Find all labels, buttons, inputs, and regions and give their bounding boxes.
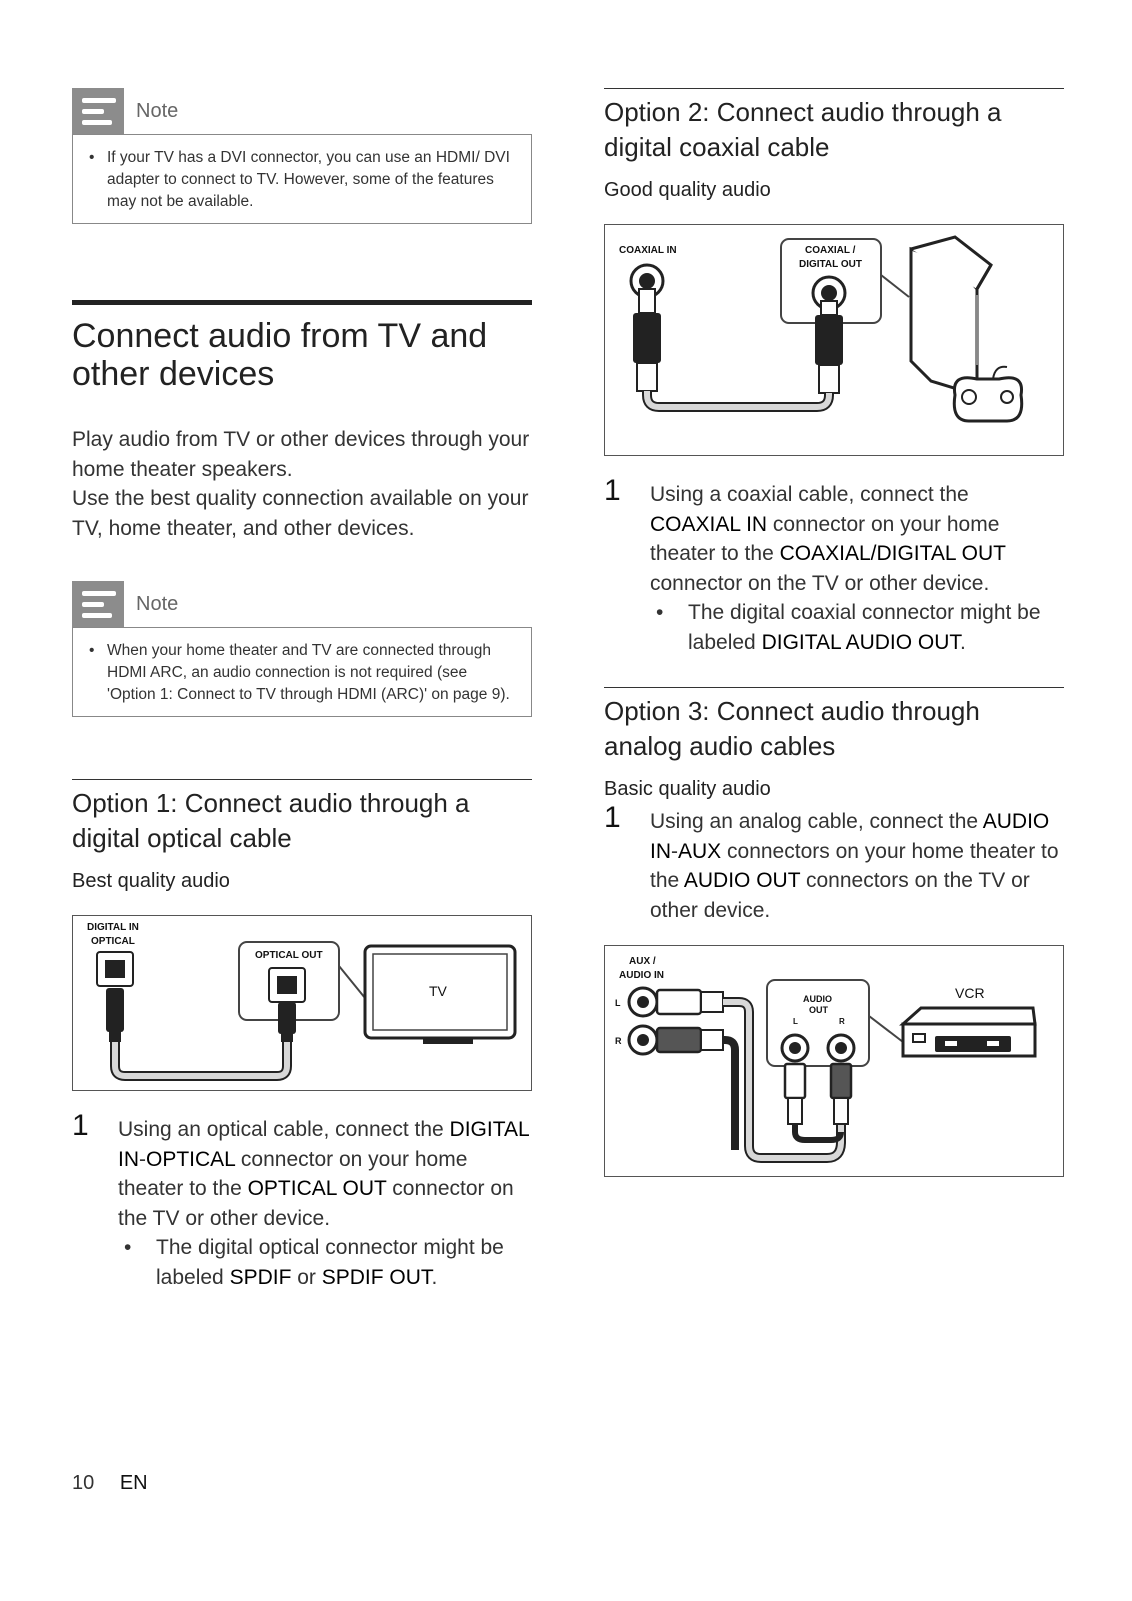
page-footer: 10 EN <box>72 1472 148 1495</box>
option3-quality: Basic quality audio <box>604 778 771 800</box>
bullet-text: . <box>431 1265 438 1289</box>
step-text: connector on the TV or other device. <box>650 571 990 595</box>
note-header: Note <box>72 581 532 627</box>
coaxial-diagram-svg: COAXIAL IN COAXIAL / DIGITAL OUT <box>619 235 1024 423</box>
right-column: Option 2: Connect audio through a digita… <box>604 88 1064 1177</box>
out-r-label: R <box>839 1017 845 1026</box>
out-l-label: L <box>793 1017 798 1026</box>
note-box-dvi: Note If your TV has a DVI connector, you… <box>72 88 532 224</box>
step-keyword: AUX <box>678 839 722 863</box>
bullet-text: . <box>959 630 966 654</box>
analog-connection-diagram: AUX / AUDIO IN L R AUDIO OUT L R <box>604 945 1064 1177</box>
coaxial-out-label-2: DIGITAL OUT <box>799 259 862 270</box>
step-number: 1 <box>72 1109 89 1142</box>
section-title: Connect audio from TV and other devices <box>72 317 532 393</box>
optical-out-label: OPTICAL OUT <box>255 950 323 961</box>
coaxial-connection-diagram: COAXIAL IN COAXIAL / DIGITAL OUT <box>604 224 1064 456</box>
step-number: 1 <box>604 801 621 834</box>
section-intro: Play audio from TV or other devices thro… <box>72 425 532 543</box>
bullet-keyword: DIGITAL AUDIO OUT <box>761 630 960 654</box>
vcr-label: VCR <box>955 985 985 1001</box>
coaxial-out-label-1: COAXIAL / <box>805 245 856 256</box>
step-text: - <box>139 1147 146 1171</box>
note-icon <box>72 88 124 134</box>
section-rule <box>72 300 532 305</box>
step-text: Using an optical cable, connect the <box>118 1118 450 1141</box>
bullet-text: The digital optical connector might be l… <box>156 1236 504 1289</box>
option2-title: Option 2: Connect audio through a digita… <box>604 97 1002 162</box>
intro-para-1: Play audio from TV or other devices thro… <box>72 428 530 481</box>
intro-para-2: Use the best quality connection availabl… <box>72 487 529 540</box>
option3-title: Option 3: Connect audio through analog a… <box>604 696 980 761</box>
step-text: Using an analog cable, connect the <box>650 810 983 833</box>
step-text: connector on the TV or other device. <box>118 1177 514 1230</box>
note-title: Note <box>136 592 179 615</box>
bullet-text: or <box>291 1265 322 1289</box>
digital-in-label: DIGITAL IN <box>87 922 139 933</box>
bullet-text: The digital coaxial connector might be l… <box>688 601 1041 654</box>
note-icon <box>72 581 124 627</box>
step-keyword: OPTICAL <box>146 1147 236 1171</box>
note-body: If your TV has a DVI connector, you can … <box>72 134 532 224</box>
step-text: - <box>671 839 678 863</box>
option1-step-bullet: The digital optical connector might be l… <box>118 1233 532 1292</box>
section-title-line2: other devices <box>72 355 275 393</box>
aux-label: AUX / <box>629 956 656 967</box>
step-text: connectors on the TV or other device. <box>650 869 1030 922</box>
option1-rule <box>72 779 532 780</box>
option3-rule <box>604 687 1064 688</box>
note-body: When your home theater and TV are connec… <box>72 627 532 717</box>
audio-in-label: AUDIO IN <box>619 970 664 981</box>
option3-step: 1 Using an analog cable, connect the AUD… <box>604 803 1064 925</box>
audio-out-label-1: AUDIO <box>803 994 832 1004</box>
tv-label: TV <box>429 983 448 999</box>
note-item: When your home theater and TV are connec… <box>87 640 519 706</box>
coaxial-in-label: COAXIAL IN <box>619 245 677 256</box>
step-text: connectors on your home theater to the <box>650 839 1059 893</box>
input-r-label: R <box>615 1036 622 1046</box>
section-title-line1: Connect audio from TV and <box>72 317 488 355</box>
option1-quality: Best quality audio <box>72 870 230 892</box>
note-title: Note <box>136 99 179 122</box>
optical-connection-diagram: DIGITAL IN OPTICAL OPTICAL OUT TV <box>72 915 532 1091</box>
option1-step: 1 Using an optical cable, connect the DI… <box>72 1111 532 1292</box>
page-number: 10 <box>72 1472 95 1494</box>
left-column: Note If your TV has a DVI connector, you… <box>72 88 532 1292</box>
step-text: connector on your home theater to the <box>650 512 1000 566</box>
analog-diagram-svg: AUX / AUDIO IN L R AUDIO OUT L R <box>615 956 1037 1163</box>
step-text: Using a coaxial cable, connect the <box>650 483 969 506</box>
step-keyword: COAXIAL/DIGITAL OUT <box>779 542 1006 565</box>
note-item: If your TV has a DVI connector, you can … <box>87 147 519 213</box>
step-keyword: AUDIO IN <box>650 810 1050 863</box>
step-keyword: AUDIO OUT <box>683 869 801 892</box>
option2-rule <box>604 88 1064 89</box>
step-text: connector on your home theater to the <box>118 1147 468 1201</box>
bullet-keyword: SPDIF OUT <box>321 1265 432 1289</box>
optical-diagram-svg: DIGITAL IN OPTICAL OPTICAL OUT TV <box>87 922 517 1081</box>
note-header: Note <box>72 88 532 134</box>
step-keyword: OPTICAL OUT <box>247 1177 387 1200</box>
note-box-arc: Note When your home theater and TV are c… <box>72 581 532 717</box>
bullet-keyword: SPDIF <box>229 1265 292 1289</box>
step-number: 1 <box>604 474 621 507</box>
option2-step-bullet: The digital coaxial connector might be l… <box>650 598 1064 657</box>
option2-step: 1 Using a coaxial cable, connect the COA… <box>604 476 1064 657</box>
input-l-label: L <box>615 998 621 1008</box>
option1-title: Option 1: Connect audio through a digita… <box>72 788 470 853</box>
language-code: EN <box>119 1472 148 1494</box>
option2-quality: Good quality audio <box>604 179 771 201</box>
step-keyword: DIGITAL IN <box>118 1118 529 1171</box>
step-keyword: COAXIAL IN <box>650 512 768 536</box>
audio-out-label-2: OUT <box>809 1005 829 1015</box>
optical-label: OPTICAL <box>91 936 135 947</box>
